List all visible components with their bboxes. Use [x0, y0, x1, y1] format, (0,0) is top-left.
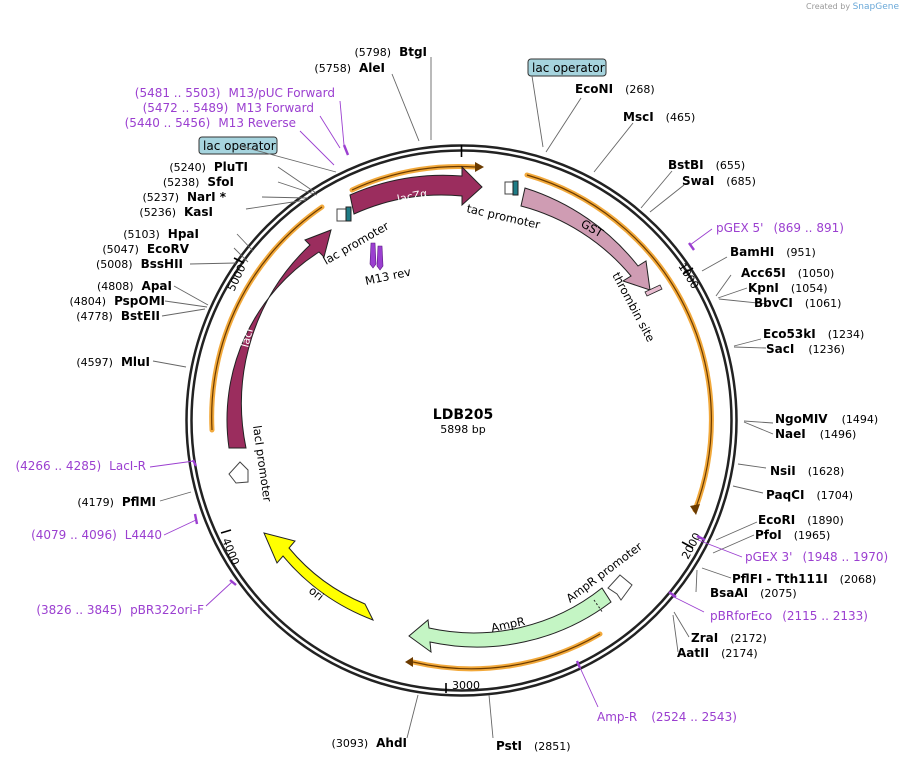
site-bsteii[interactable]: (4778)BstEII [76, 309, 160, 323]
primer-l4440[interactable]: (4079 .. 4096)L4440 [31, 528, 162, 542]
lac-operator-mark-top [512, 180, 519, 196]
primer-pgex-5[interactable]: pGEX 5'(869 .. 891) [716, 221, 844, 235]
restriction-sites-left: (5798)BtgI (5758)AleI (5240)PluTI (5238)… [69, 45, 427, 750]
site-apai[interactable]: (4808)ApaI [97, 279, 172, 293]
feature-label-m13-rev: M13 rev [364, 265, 413, 288]
site-pfoi[interactable]: PfoI(1965) [755, 528, 830, 542]
feature-label-laci-promoter: lacI promoter [250, 424, 275, 502]
restriction-sites-right: EcoNI(268) MscI(465) BstBI(655) SwaI(685… [496, 82, 878, 753]
snapgene-logo: SnapGene [852, 2, 899, 12]
site-bamhi[interactable]: BamHI(951) [730, 245, 816, 259]
site-pflmi[interactable]: (4179)PflMI [77, 495, 156, 509]
feature-ori[interactable] [263, 532, 375, 621]
ampr-promoter-arrow [607, 574, 633, 601]
site-sfoi[interactable]: (5238)SfoI [163, 175, 234, 189]
primer-labels: (5481 .. 5503)M13/pUC Forward (5472 .. 5… [15, 86, 888, 724]
site-bsshii[interactable]: (5008)BssHII [96, 257, 183, 271]
ampr-promoter-boundary [593, 599, 604, 614]
feature-gst[interactable] [520, 187, 651, 291]
site-aatii[interactable]: AatII(2174) [677, 646, 758, 660]
site-bstbi[interactable]: BstBI(655) [668, 158, 745, 172]
site-btgi[interactable]: (5798)BtgI [354, 45, 427, 59]
site-zrai[interactable]: ZraI(2172) [691, 631, 767, 645]
site-pflfi-tth111i[interactable]: PflFI - Tth111I(2068) [732, 572, 876, 586]
tick-marks [220, 145, 694, 693]
site-mlui[interactable]: (4597)MluI [76, 355, 150, 369]
site-naei[interactable]: NaeI(1496) [775, 427, 856, 441]
tick-label-1000: 1000 [675, 261, 701, 292]
feature-label-ampr: AmpR [490, 614, 527, 635]
site-kasi[interactable]: (5236)KasI [139, 205, 213, 219]
site-kpni[interactable]: KpnI(1054) [748, 281, 827, 295]
site-ecori[interactable]: EcoRI(1890) [758, 513, 844, 527]
site-swai[interactable]: SwaI(685) [682, 174, 756, 188]
feature-lacza[interactable] [349, 165, 483, 215]
feature-label-lacza: lacZα [396, 187, 429, 206]
orf-arc-core [211, 165, 712, 670]
site-ecorv[interactable]: (5047)EcoRV [102, 242, 189, 256]
lac-operator-mark-left [345, 206, 352, 222]
site-pluti[interactable]: (5240)PluTI [169, 160, 248, 174]
site-psti[interactable]: PstI(2851) [496, 739, 571, 753]
orf-arrowheads [405, 162, 700, 667]
primer-laci-r[interactable]: (4266 .. 4285)LacI-R [15, 459, 146, 473]
site-econi[interactable]: EcoNI(268) [575, 82, 655, 96]
site-eco53ki[interactable]: Eco53kI(1234) [763, 327, 864, 341]
site-acc65i[interactable]: Acc65I(1050) [741, 266, 834, 280]
site-msci[interactable]: MscI(465) [623, 110, 695, 124]
feature-ampr[interactable] [408, 587, 612, 654]
site-pspomi[interactable]: (4804)PspOMI [69, 294, 165, 308]
primer-pbr322ori-f[interactable]: (3826 .. 3845)pBR322ori-F [36, 603, 204, 617]
watermark: Created by SnapGene [806, 2, 899, 12]
site-ngomiv[interactable]: NgoMIV(1494) [775, 412, 878, 426]
primer-connectors [149, 100, 743, 708]
site-nari[interactable]: (5237)NarI * [142, 190, 226, 204]
m13-rev-primer-arrows [369, 242, 384, 271]
site-bsaai[interactable]: BsaAI(2075) [710, 586, 797, 600]
connector-lines [152, 57, 774, 739]
primer-m13-reverse[interactable]: (5440 .. 5456)M13 Reverse [125, 116, 296, 130]
feature-label-laci: lacI [238, 327, 255, 349]
thrombin-site-mark [644, 284, 663, 297]
tick-label-3000: 3000 [452, 679, 480, 692]
site-ahdi[interactable]: (3093)AhdI [332, 736, 407, 750]
plasmid-size: 5898 bp [440, 423, 485, 436]
feature-laci[interactable] [226, 229, 332, 449]
site-saci[interactable]: SacI(1236) [766, 342, 845, 356]
lac-operator-box-top[interactable] [527, 58, 607, 77]
plasmid-name: LDB205 [433, 407, 493, 423]
lac-operator-label-left: lac operator [203, 139, 276, 153]
site-alei[interactable]: (5758)AleI [314, 61, 385, 75]
site-nsii[interactable]: NsiI(1628) [770, 464, 844, 478]
site-paqci[interactable]: PaqCI(1704) [766, 488, 853, 502]
lac-operator-label-top: lac operator [532, 61, 605, 75]
tick-label-4000: 4000 [219, 536, 242, 567]
primer-pbrforeco[interactable]: pBRforEco(2115 .. 2133) [710, 609, 868, 623]
primer-m13-forward[interactable]: (5472 .. 5489)M13 Forward [143, 101, 314, 115]
primer-amp-r[interactable]: Amp-R(2524 .. 2543) [597, 710, 737, 724]
primer-m13-puc-forward[interactable]: (5481 .. 5503)M13/pUC Forward [135, 86, 335, 100]
laci-promoter-arrow [228, 461, 249, 484]
lac-operator-box-left[interactable] [198, 136, 278, 155]
site-hpai[interactable]: (5103)HpaI [123, 227, 199, 241]
site-bbvci[interactable]: BbvCI(1061) [754, 296, 841, 310]
primer-pgex-3[interactable]: pGEX 3'(1948 .. 1970) [745, 550, 888, 564]
